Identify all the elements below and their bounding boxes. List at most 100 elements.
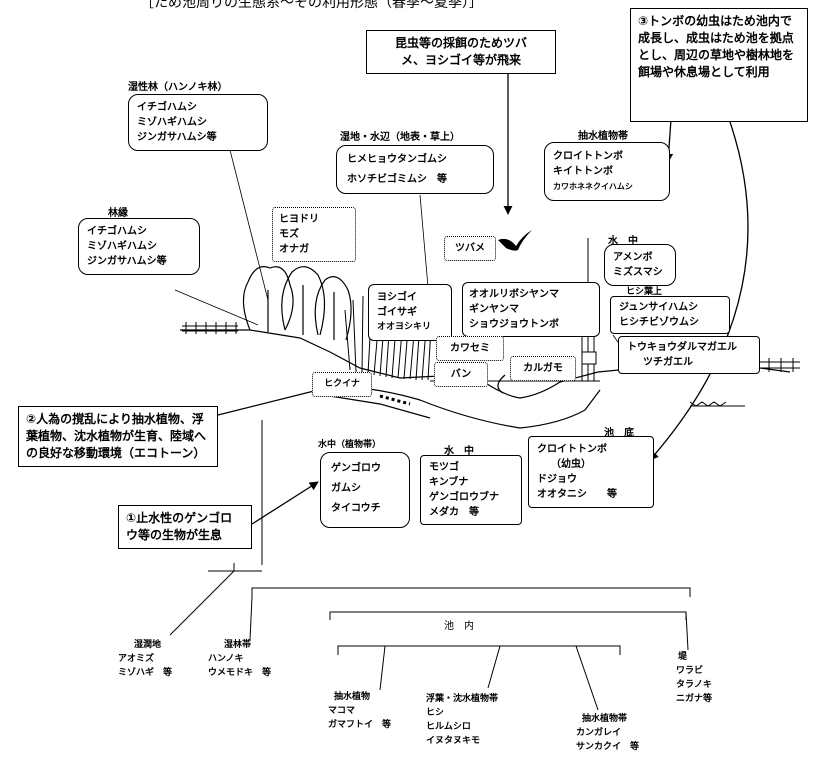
plant-zone-floating: 浮葉・沈水植物帯 ヒシ ヒルムシロ イヌタヌキモ (426, 692, 498, 748)
swallow-silhouette (498, 230, 532, 251)
underwater-plants-box: ゲンゴロウ ガムシ タイコウチ (320, 452, 410, 528)
kingfisher-label: カワセミ (436, 336, 504, 361)
insect-item: ホソチビゴミムシ 等 (347, 174, 447, 185)
plant-zone-title: 抽水植物 (334, 692, 371, 702)
plant-zone-title: 湿林帯 (224, 640, 252, 650)
zone-title-wet-forest: 湿性林（ハンノキ林） (128, 82, 228, 93)
benthos-item: オオタニシ 等 (537, 489, 617, 500)
fish-item: メダカ 等 (429, 507, 479, 518)
gengoro-callout: ①止水性のゲンゴロウ等の生物が生息 (118, 505, 252, 549)
underwater-box: モツゴ キンブナ ゲンゴロウブナ メダカ 等 (420, 455, 522, 525)
dragonfly-item: ギンヤンマ (469, 304, 519, 315)
moorhen-label: バン (434, 362, 488, 387)
fish-item: キンブナ (429, 477, 469, 488)
wetland-shore-box: ヒメヒョウタンゴムシ ホソチビゴミムシ 等 (336, 145, 494, 194)
plant-item: ヒルムシロ (426, 722, 471, 732)
insect-item: ミズスマシ (613, 267, 663, 278)
insect-item: イチゴハムシ (137, 102, 197, 113)
forest-edge-box: イチゴハムシ ミゾハギハムシ ジンガサハムシ等 (78, 218, 200, 275)
zone-title-wetland-shore: 湿地・水辺（地表・草上） (340, 132, 460, 143)
benthos-item: （幼虫） (551, 459, 591, 470)
insect-item: ゲンゴロウ (331, 463, 381, 474)
dragonfly-item: オオルリボシヤンマ (469, 289, 559, 300)
tree-birds-box: ヒヨドリ モズ オナガ (272, 207, 356, 262)
insect-item: ヒシチビゾウムシ (619, 317, 699, 328)
insect-item: ヒメヒョウタンゴムシ (347, 154, 447, 165)
insect-item: ジンガサハムシ等 (137, 132, 217, 143)
dragonfly-item: ショウジョウトンボ (469, 319, 559, 330)
insect-item: クロイトトンボ (553, 151, 623, 162)
insect-item: ガムシ (331, 483, 361, 494)
dragonfly-callout: ③トンボの幼虫はため池内で成長し、成虫はため池を拠点とし、周辺の草地や樹林地を餌… (630, 8, 808, 122)
plant-zone-pond-inner: 池 内 (444, 621, 474, 632)
insect-item: キイトトンボ (553, 166, 613, 177)
hishi-top-box: ジュンサイハムシ ヒシチビゾウムシ (610, 296, 730, 334)
bird-item: モズ (279, 229, 299, 240)
fish-item: モツゴ (429, 462, 459, 473)
gengoro-arrow (251, 481, 319, 525)
plant-item: サンカクイ 等 (576, 742, 640, 752)
plant-zone-emergent-2: 抽水植物帯 カンガレイ サンカクイ 等 (576, 712, 639, 754)
insect-item: カワホネネクイハムシ (553, 182, 633, 191)
plant-zone-title: 浮葉・沈水植物帯 (426, 694, 499, 704)
zone-title-underwater: 水 中 (444, 446, 474, 457)
dragonfly-arrow-bottom (649, 121, 749, 461)
plant-item: ニガナ等 (676, 694, 713, 704)
swallow-callout-line: メ、ヨシゴイ等が飛来 (400, 53, 521, 67)
frog-item: トウキョウダルマガエル (627, 342, 737, 353)
reed-birds-box: ヨシゴイ ゴイサギ オオヨシキリ (368, 284, 452, 341)
insect-item: ジュンサイハムシ (619, 302, 699, 313)
fish-item: ゲンゴロウブナ (429, 492, 499, 503)
plant-item: ワラビ (676, 666, 704, 676)
fence-left (182, 322, 238, 334)
plant-zone-wetland: 湿潤地 アオミズ ミゾハギ 等 (118, 638, 172, 680)
benthos-item: ドジョウ (537, 474, 577, 485)
insect-item: タイコウチ (331, 503, 381, 514)
plant-zone-wet-forest: 湿林帯 ハンノキ ウメモドキ 等 (208, 638, 271, 680)
plant-zone-emergent-1: 抽水植物 マコマ ガマフトイ 等 (328, 690, 391, 732)
plant-zone-title: 湿潤地 (134, 640, 162, 650)
plant-zone-title: 堤 (678, 652, 688, 662)
zone-brackets (169, 420, 691, 711)
zone-title-forest-edge: 林縁 (108, 208, 128, 219)
bird-item: ゴイサギ (377, 307, 417, 318)
insect-item: ミゾハギハムシ (137, 117, 207, 128)
plant-item: イヌタヌキモ (426, 736, 481, 746)
bird-item: オオヨシキリ (377, 322, 432, 332)
benthos-item: クロイトトンボ (537, 444, 607, 455)
bird-item: ヒヨドリ (279, 214, 319, 225)
trees (242, 266, 352, 341)
plant-zone-title: 抽水植物帯 (582, 714, 628, 724)
zone-title-hishi-top: ヒシ葉上 (626, 287, 663, 297)
rail-label: ヒクイナ (312, 372, 372, 397)
bird-item: ヨシゴイ (377, 292, 417, 303)
plant-item: アオミズ (118, 654, 155, 664)
plant-zone-levee: 堤 ワラビ タラノキ ニガナ等 (676, 650, 712, 706)
swallow-callout: 昆虫等の採餌のためツバ メ、ヨシゴイ等が飛来 (366, 30, 556, 74)
insect-item: ミゾハギハムシ (87, 241, 157, 252)
plant-item: タラノキ (676, 680, 712, 690)
zone-title-underwater-plants: 水中（植物帯） (318, 440, 382, 450)
plant-item: ハンノキ (208, 654, 244, 664)
duck-label: カルガモ (510, 356, 576, 381)
frogs-box: トウキョウダルマガエル ツチガエル (618, 336, 760, 374)
plant-item: カンガレイ (576, 728, 622, 738)
plant-item: ヒシ (426, 708, 445, 718)
plant-item: ガマフトイ 等 (328, 720, 392, 730)
pond-bottom-box: クロイトトンボ （幼虫） ドジョウ オオタニシ 等 (528, 436, 654, 508)
swallow-callout-line: 昆虫等の採餌のためツバ (394, 36, 527, 50)
bird-item: オナガ (279, 244, 309, 255)
plant-item: マコマ (328, 706, 356, 716)
frog-item: ツチガエル (643, 357, 693, 368)
insect-item: イチゴハムシ (87, 226, 147, 237)
water-middle-box: アメンボ ミズスマシ (604, 244, 676, 286)
zone-title-emergent: 抽水植物帯 (578, 131, 628, 142)
emergent-zone-box: クロイトトンボ キイトトンボ カワホネネクイハムシ (544, 142, 670, 201)
insect-item: アメンボ (613, 252, 653, 263)
ecotone-callout: ②人為の撹乱により抽水植物、浮葉植物、沈水植物が生育、陸域への良好な移動環境（エ… (18, 406, 218, 467)
wet-forest-box: イチゴハムシ ミゾハギハムシ ジンガサハムシ等 (128, 94, 268, 151)
plant-item: ウメモドキ 等 (208, 668, 272, 678)
page-title: ［ため池周りの生態系〜その利用形態（春季〜夏季）］ (140, 0, 483, 11)
insect-item: ジンガサハムシ等 (87, 256, 167, 267)
